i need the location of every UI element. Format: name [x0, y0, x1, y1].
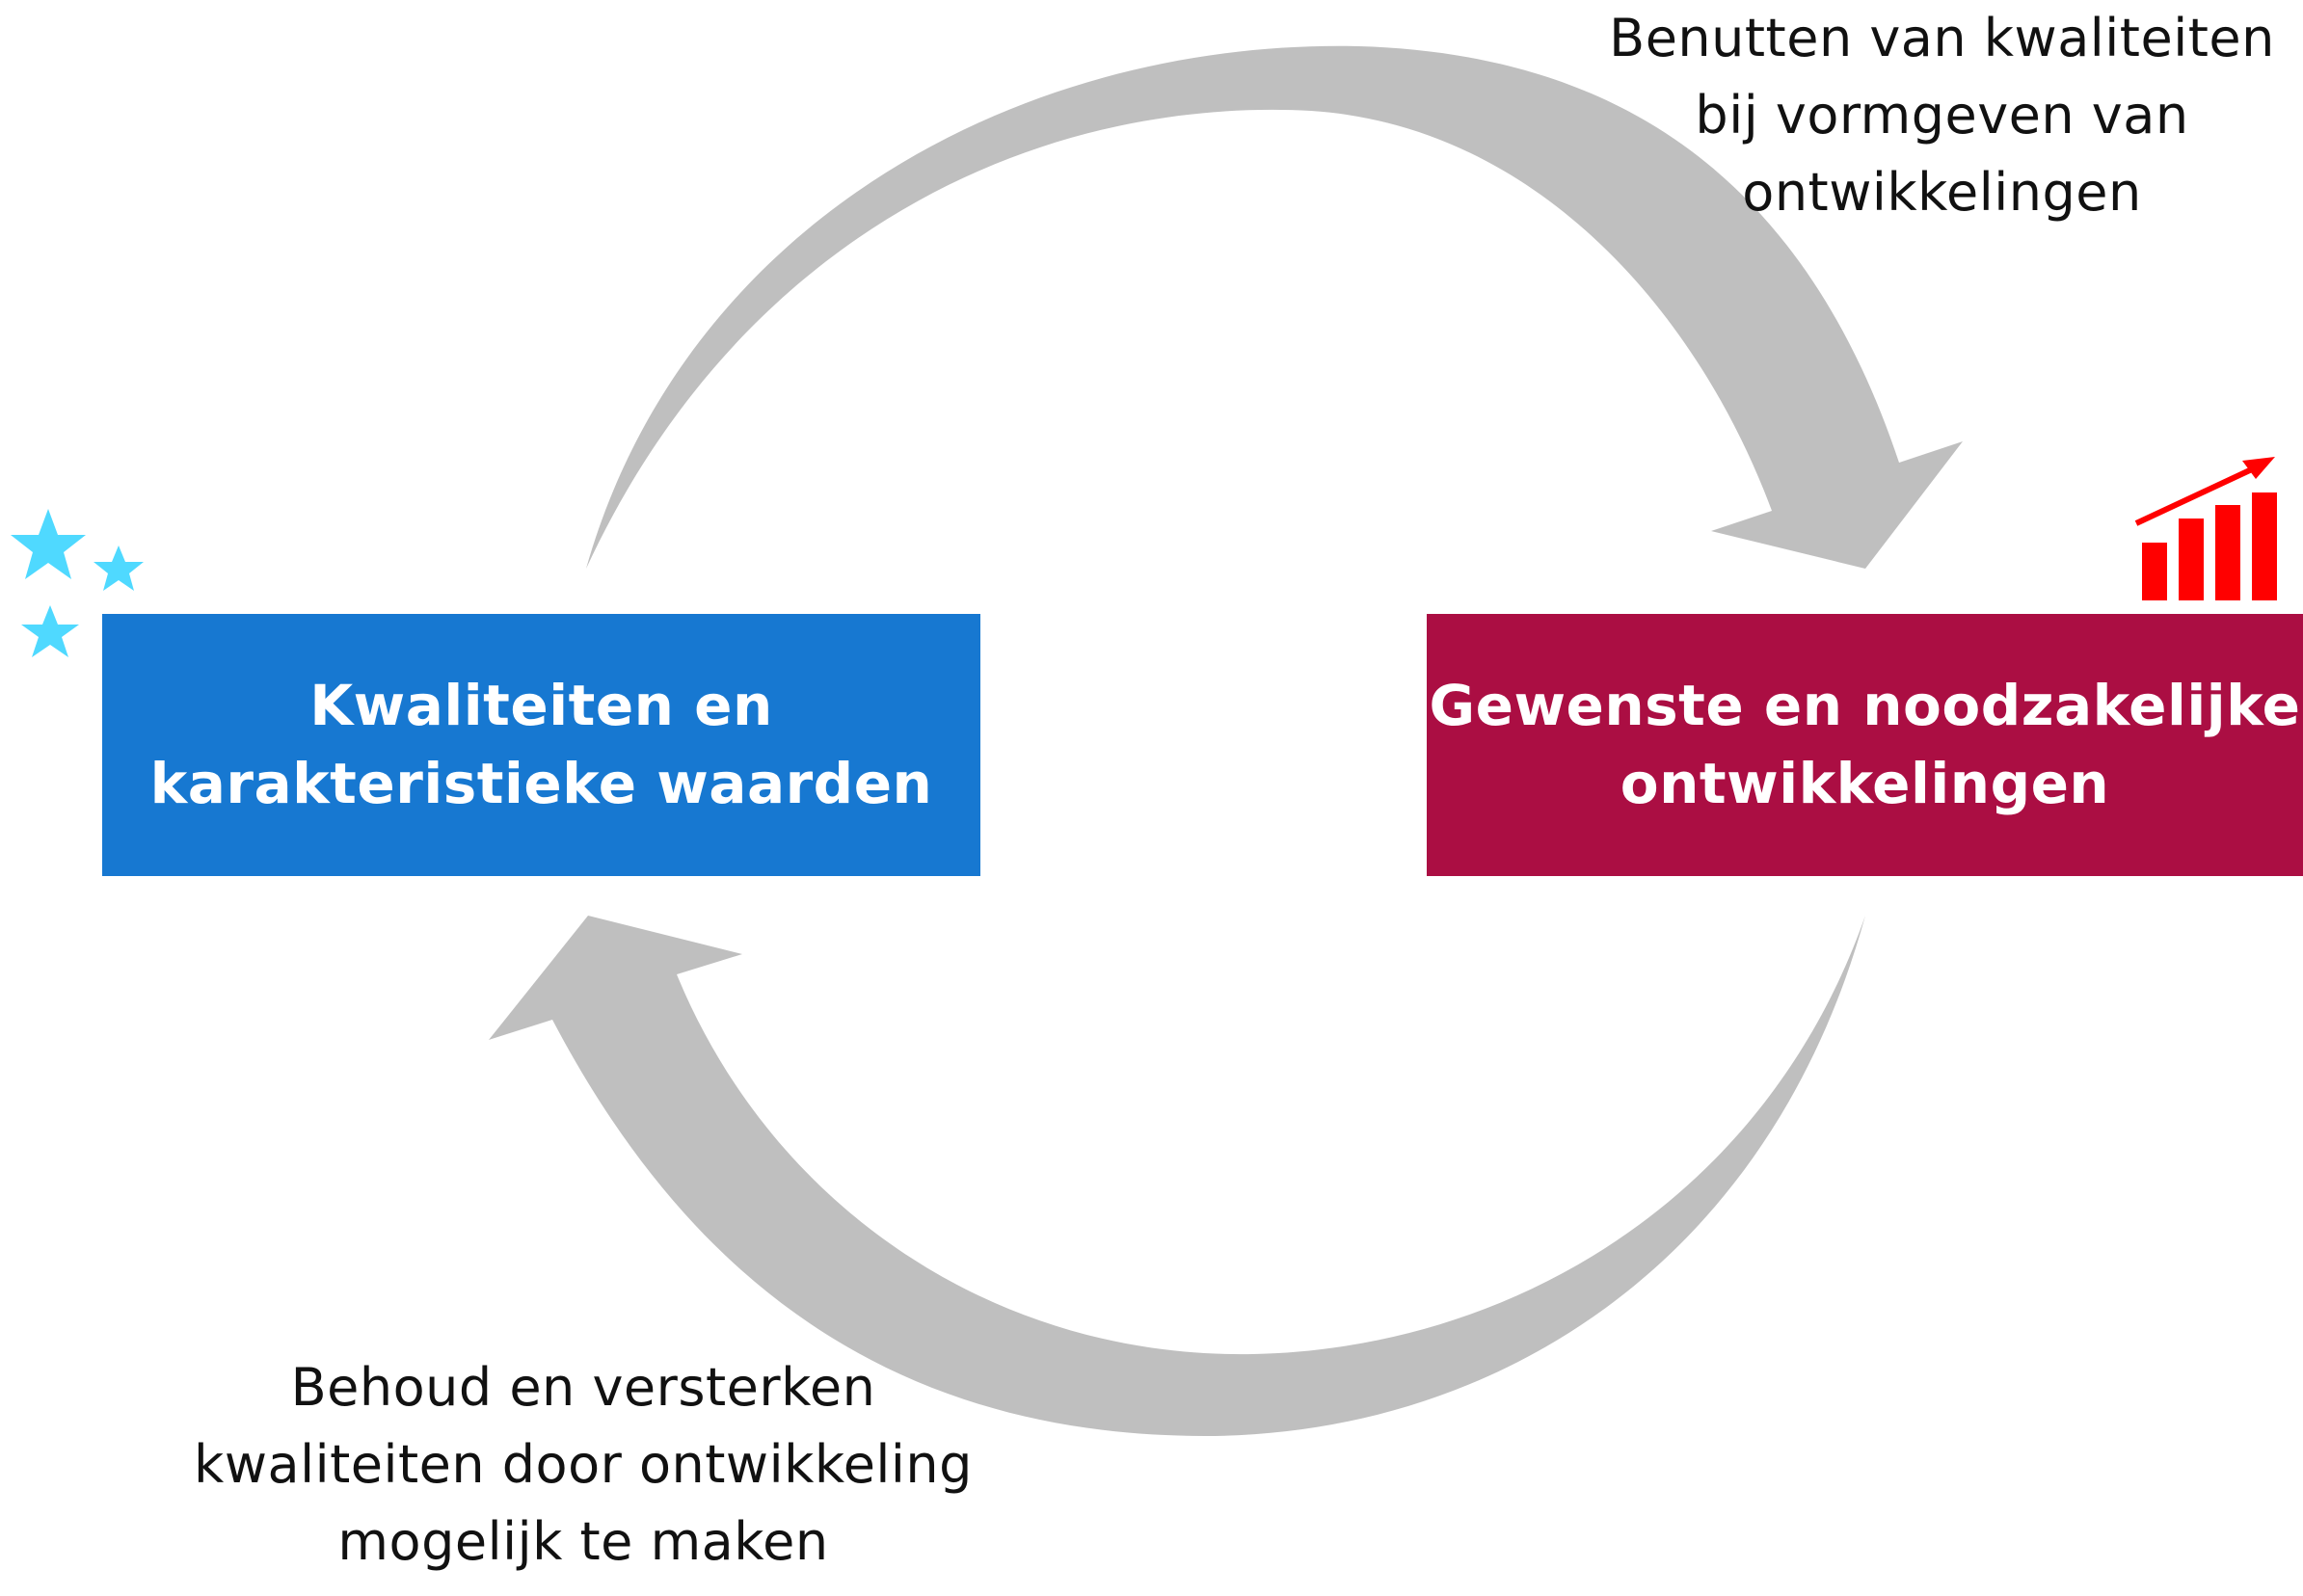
edge-label-bottom-line1: Behoud en versterken — [290, 1357, 876, 1418]
node-developments: Gewenste en noodzakelijke ontwikkelingen — [1427, 614, 2303, 876]
chart-trend-arrowhead — [2242, 457, 2275, 479]
chart-bar-2 — [2179, 519, 2204, 600]
node-qualities: Kwaliteiten en karakteristieke waarden — [102, 614, 980, 876]
star-small-bottom — [21, 605, 79, 657]
chart-bar-4 — [2252, 492, 2277, 600]
edge-label-bottom: Behoud en versterken kwaliteiten door on… — [125, 1349, 1041, 1581]
star-small-right — [94, 545, 144, 591]
node-qualities-line2: karakteristieke waarden — [149, 751, 933, 816]
chart-bar-1 — [2142, 543, 2167, 600]
bottom-cycle-arrow — [489, 916, 1865, 1436]
top-cycle-arrow — [586, 45, 1963, 569]
stars-icon — [11, 509, 144, 657]
chart-bar-3 — [2215, 505, 2240, 600]
edge-label-top-line2: bij vormgeven van — [1695, 85, 2189, 146]
star-large — [11, 509, 86, 579]
node-developments-line1: Gewenste en noodzakelijke — [1429, 672, 2301, 738]
chart-trend-line — [2134, 466, 2256, 526]
edge-label-top-line1: Benutten van kwaliteiten — [1609, 8, 2275, 68]
edge-label-top-line3: ontwikkelingen — [1742, 162, 2142, 223]
node-developments-line2: ontwikkelingen — [1620, 751, 2110, 816]
edge-label-bottom-line3: mogelijk te maken — [337, 1511, 829, 1572]
bar-chart-growth-icon — [2134, 457, 2277, 600]
node-qualities-line1: Kwaliteiten en — [309, 672, 773, 738]
edge-label-bottom-line2: kwaliteiten door ontwikkeling — [194, 1434, 973, 1495]
edge-label-top: Benutten van kwaliteiten bij vormgeven v… — [1581, 0, 2303, 231]
